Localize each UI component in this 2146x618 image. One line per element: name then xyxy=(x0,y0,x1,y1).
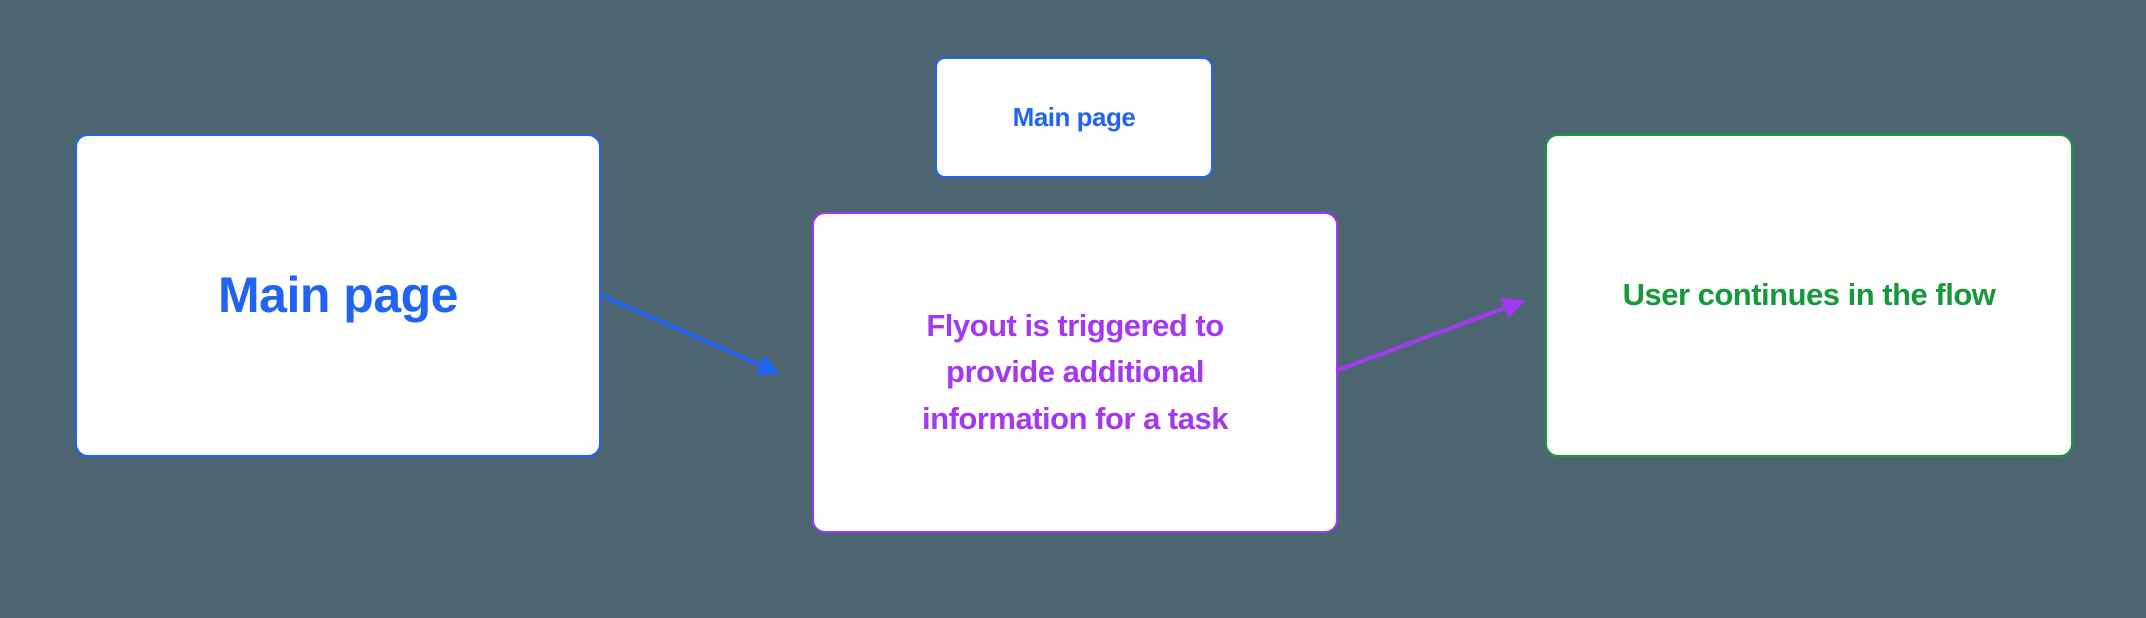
node-main-page-small-label: Main page xyxy=(1012,102,1136,132)
node-main-page[interactable]: Main page xyxy=(75,134,601,457)
connector-main-to-flyout[interactable] xyxy=(601,294,781,375)
node-user-continues[interactable]: User continues in the flow xyxy=(1545,134,2073,457)
node-flyout[interactable]: Flyout is triggered to provide additiona… xyxy=(812,212,1338,533)
node-main-page-small[interactable]: Main page xyxy=(935,57,1213,178)
node-main-page-label: Main page xyxy=(218,267,458,323)
node-flyout-label: Flyout is triggered to provide additiona… xyxy=(922,307,1228,436)
node-user-continues-label: User continues in the flow xyxy=(1622,277,1996,313)
connector-flyout-to-continue[interactable] xyxy=(1336,297,1526,372)
